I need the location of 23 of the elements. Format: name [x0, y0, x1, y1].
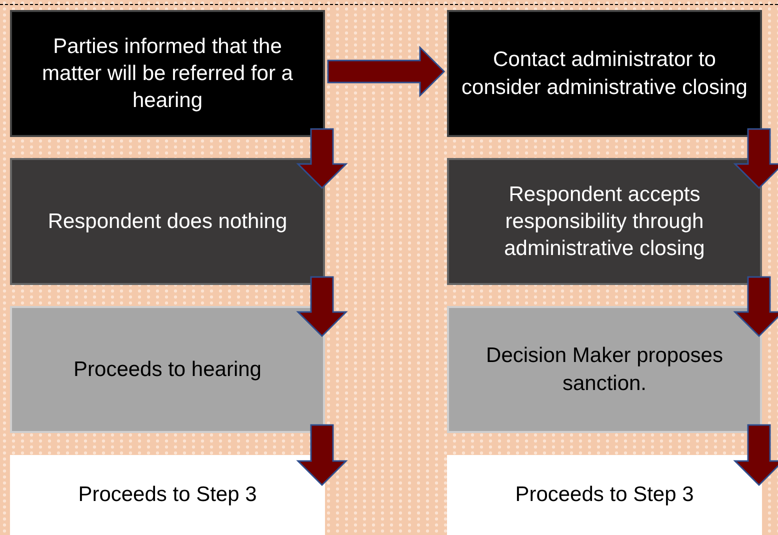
- process-box: [447, 10, 762, 137]
- block-arrow: [733, 276, 778, 338]
- box-text: Respondent accepts responsibility through administrative closing: [503, 182, 706, 262]
- process-box: [10, 455, 325, 535]
- process-box: [10, 10, 325, 137]
- block-arrow: [296, 424, 348, 486]
- block-arrow: [733, 128, 778, 190]
- process-box: [447, 455, 762, 535]
- box-text: Contact administrator to consider administrative closing: [461, 47, 748, 100]
- process-box: [447, 158, 762, 285]
- block-arrow: [327, 46, 446, 98]
- box-text: Proceeds to Step 3: [515, 482, 694, 508]
- process-box: [447, 306, 762, 433]
- process-box: [10, 306, 325, 433]
- box-text: Parties informed that the matter will be referred for a hearing: [41, 34, 294, 114]
- block-arrow: [296, 128, 348, 190]
- box-text: Proceeds to Step 3: [78, 482, 257, 508]
- process-box: [10, 158, 325, 285]
- box-text: Respondent does nothing: [48, 208, 288, 235]
- box-text: Decision Maker proposes sanction.: [485, 343, 724, 396]
- block-arrow: [296, 276, 348, 338]
- block-arrow: [733, 424, 778, 486]
- box-text: Proceeds to hearing: [74, 356, 262, 383]
